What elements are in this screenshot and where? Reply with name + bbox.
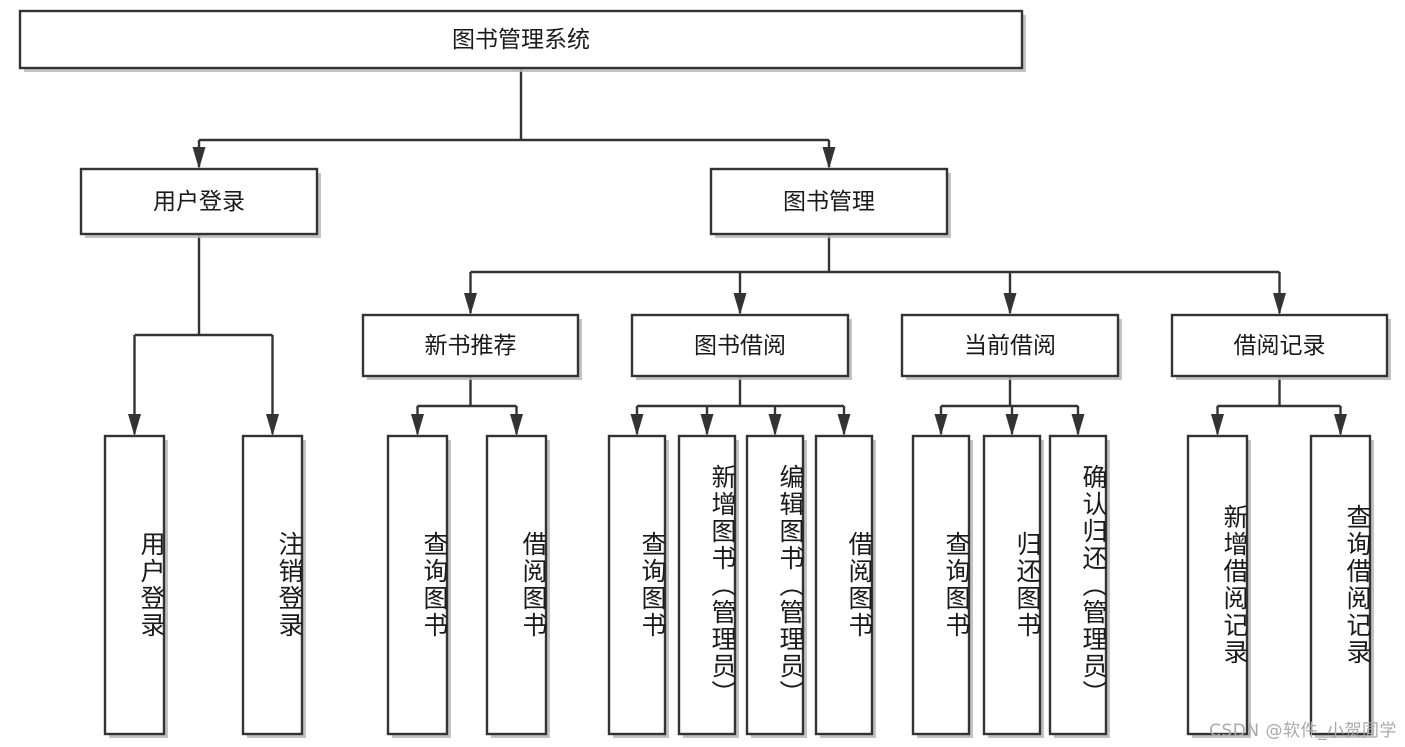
arrow-level2-0-to-leaf-0	[411, 414, 424, 436]
node-level1-label-0: 用户登录	[153, 189, 245, 215]
node-leaf-6[interactable]	[745, 434, 805, 736]
arrow-level2-1-to-leaf-0	[630, 414, 644, 436]
node-level1-0[interactable]	[79, 167, 319, 236]
node-root[interactable]	[18, 9, 1024, 70]
node-leaf-10[interactable]	[1048, 434, 1108, 736]
node-leaf-7[interactable]	[814, 434, 874, 736]
arrow-root-to-level1-1	[822, 147, 836, 169]
arrow-root-to-level1-0	[192, 147, 206, 169]
arrow-level2-3-to-leaf-0	[1211, 414, 1224, 436]
node-level2-0[interactable]	[361, 313, 580, 378]
arrow-level2-1-to-leaf-1	[700, 414, 714, 436]
arrow-level2-1-to-leaf-2	[768, 414, 782, 436]
arrow-level2-2-to-leaf-0	[934, 414, 948, 436]
node-leaf-2[interactable]	[386, 434, 449, 736]
node-level2-label-1: 图书借阅	[694, 333, 786, 359]
node-leaf-11[interactable]	[1186, 434, 1249, 736]
node-leaf-12[interactable]	[1309, 434, 1372, 736]
node-leaf-8[interactable]	[911, 434, 971, 736]
arrow-level2-0-to-leaf-1	[510, 414, 523, 436]
node-level2-3[interactable]	[1170, 313, 1389, 378]
node-level1-label-1: 图书管理	[783, 189, 875, 215]
node-leaf-5[interactable]	[677, 434, 737, 736]
arrow-userlogin-to-leaf-0	[128, 414, 141, 436]
arrow-level2-1-to-leaf-3	[837, 414, 851, 436]
node-leaf-1[interactable]	[241, 434, 304, 736]
node-boxes	[18, 9, 1391, 738]
node-level2-label-0: 新书推荐	[425, 333, 517, 359]
arrow-mgmt-to-level2-3	[1273, 293, 1286, 315]
node-level2-1[interactable]	[630, 313, 850, 378]
node-level2-label-2: 当前借阅	[964, 333, 1056, 359]
arrow-level2-2-to-leaf-1	[1005, 414, 1019, 436]
node-leaf-0[interactable]	[103, 434, 166, 736]
node-root-label: 图书管理系统	[452, 27, 590, 53]
node-level1-1[interactable]	[709, 167, 949, 236]
arrow-mgmt-to-level2-2	[1003, 293, 1017, 315]
arrow-heads	[128, 147, 1347, 436]
watermark-text: CSDN @软件_小贺同学	[1209, 721, 1397, 741]
node-leaf-9[interactable]	[982, 434, 1042, 736]
node-level2-2[interactable]	[900, 313, 1120, 378]
node-level2-label-3: 借阅记录	[1234, 333, 1326, 359]
arrow-userlogin-to-leaf-1	[266, 414, 279, 436]
arrow-mgmt-to-level2-1	[733, 293, 747, 315]
arrow-level2-3-to-leaf-1	[1334, 414, 1347, 436]
node-leaf-3[interactable]	[485, 434, 548, 736]
node-leaf-4[interactable]	[607, 434, 667, 736]
arrow-level2-2-to-leaf-2	[1071, 414, 1085, 436]
arrow-mgmt-to-level2-0	[464, 293, 477, 315]
